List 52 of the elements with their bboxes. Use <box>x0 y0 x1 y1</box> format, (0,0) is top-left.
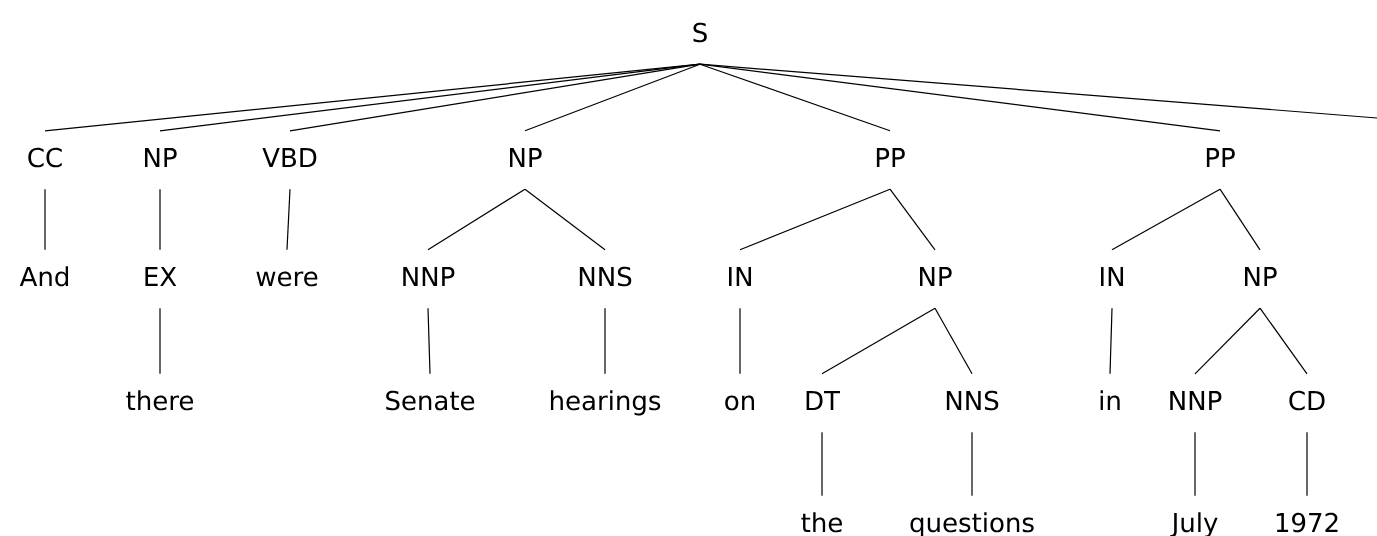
tree-label: NP <box>510 148 542 167</box>
tree-branch <box>934 307 973 375</box>
tree-label: PP <box>1206 148 1235 167</box>
tree-branch <box>427 307 431 375</box>
tree-label: NNP <box>1170 391 1222 410</box>
tree-branch <box>159 307 161 375</box>
tree-label: there <box>126 390 194 411</box>
tree-branch <box>971 431 973 497</box>
tree-label: on <box>725 395 754 411</box>
tree-branch <box>427 188 526 251</box>
tree-label: hearings <box>550 390 661 416</box>
tree-branch <box>739 188 891 251</box>
tree-branch <box>1109 307 1113 375</box>
tree-label: DT <box>806 391 841 410</box>
tree-label: 1972 <box>1276 512 1338 533</box>
tree-branch <box>286 188 291 251</box>
tree-label: were <box>256 271 318 287</box>
tree-branch <box>1259 307 1308 375</box>
tree-branch <box>159 188 161 251</box>
tree-label: S <box>693 22 707 43</box>
tree-label: NNS <box>579 266 632 287</box>
tree-label: IN <box>729 267 752 286</box>
tree-branch <box>1194 307 1261 375</box>
tree-label: Senate <box>386 390 475 411</box>
tree-branch <box>524 63 701 132</box>
tree-branch <box>699 63 1377 119</box>
tree-branch <box>524 188 606 251</box>
tree-branch <box>1194 431 1196 497</box>
tree-label: PP <box>876 148 905 167</box>
tree-branch <box>604 307 606 375</box>
tree-label: CD <box>1289 390 1325 411</box>
tree-label: IN <box>1101 267 1124 286</box>
tree-label: in <box>1100 390 1120 410</box>
tree-label: NP <box>920 267 952 286</box>
tree-branch <box>44 188 46 251</box>
tree-branch <box>889 188 936 251</box>
tree-branch <box>821 307 936 375</box>
tree-label: NNP <box>403 267 455 286</box>
tree-branch <box>1219 188 1261 251</box>
tree-branch <box>821 431 823 497</box>
tree-branch <box>739 307 741 375</box>
tree-label: CC <box>28 147 62 168</box>
tree-branch <box>699 63 891 132</box>
tree-label: EX <box>145 267 177 286</box>
tree-label: And <box>19 266 69 287</box>
tree-label: NNS <box>946 390 999 411</box>
tree-branch <box>1306 431 1308 497</box>
tree-label: VBD <box>262 148 317 167</box>
tree-label: NP <box>145 148 177 167</box>
tree-label: NP <box>1245 267 1277 286</box>
tree-branch <box>1111 188 1221 251</box>
tree-label: the <box>801 512 842 533</box>
